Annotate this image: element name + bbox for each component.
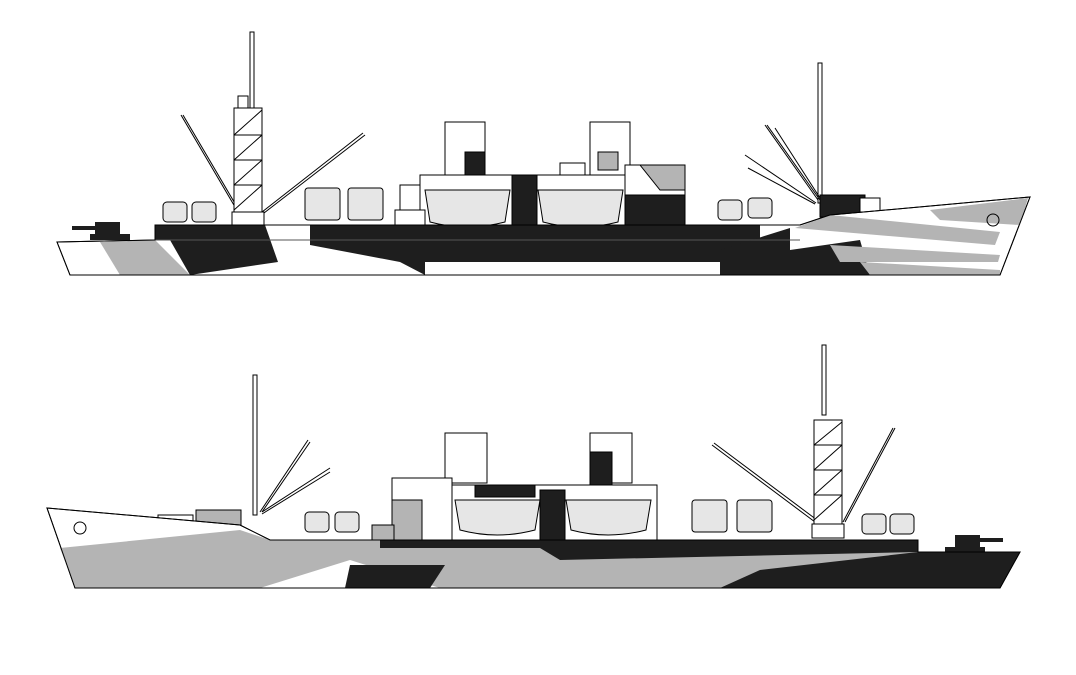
ship-bottom-anchor-emblem [73, 521, 87, 535]
ship-bottom-deck-cargo [157, 499, 915, 535]
ship-top-hull [56, 196, 1031, 276]
ship-top-anchor-emblem [986, 213, 1000, 227]
ship-bottom-lifeboats [454, 499, 652, 536]
ship-top-lifeboats [424, 189, 624, 228]
ship-bottom-rigging [252, 344, 896, 523]
ship-bottom-deck-gun [945, 535, 1003, 553]
ship-bottom-bow-left [46, 344, 1021, 589]
ship-bottom-lattice-mast [811, 419, 845, 539]
ship-top-rigging [180, 31, 823, 214]
ship-top-bow-right [56, 31, 1031, 276]
ship-top-lattice-mast [231, 95, 265, 227]
ship-top-deck-cargo [162, 187, 881, 223]
ship-bottom-hull [46, 507, 1021, 589]
ship-top-deck-gun [72, 222, 130, 240]
